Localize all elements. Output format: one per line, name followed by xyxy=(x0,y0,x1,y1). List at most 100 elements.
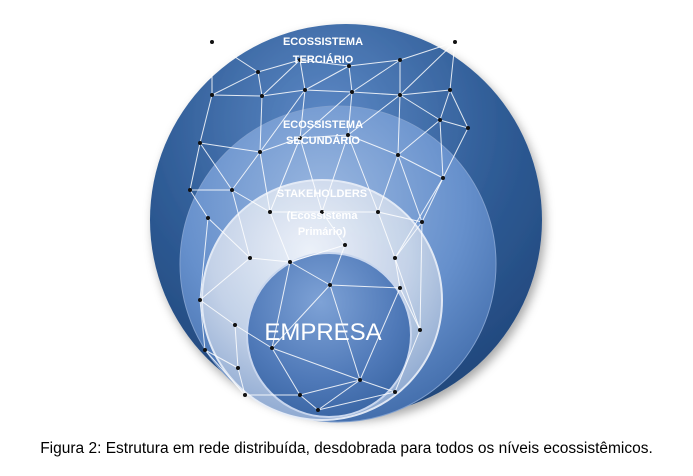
network-link xyxy=(397,154,444,179)
network-node xyxy=(233,323,237,327)
network-link xyxy=(347,134,379,213)
network-link xyxy=(351,59,401,93)
tertiary-label-line1: ECOSSISTEMA xyxy=(283,36,363,48)
network-link xyxy=(189,142,201,191)
network-link xyxy=(397,94,401,156)
network-link xyxy=(261,59,301,97)
network-node xyxy=(203,348,207,352)
network-link xyxy=(399,89,451,96)
network-link xyxy=(394,221,423,259)
network-node xyxy=(268,210,272,214)
network-link xyxy=(299,379,361,396)
network-node xyxy=(270,346,274,350)
network-link xyxy=(399,94,441,121)
network-link xyxy=(299,134,349,139)
network-link xyxy=(351,91,401,96)
network-link xyxy=(199,142,233,191)
network-node xyxy=(248,256,252,260)
network-link xyxy=(204,349,246,396)
network-link xyxy=(189,189,209,219)
network-link xyxy=(399,41,456,61)
network-node xyxy=(420,220,424,224)
network-node xyxy=(256,70,260,74)
network-link xyxy=(347,134,399,156)
network-link xyxy=(259,137,301,153)
network-node xyxy=(198,298,202,302)
network-link xyxy=(304,89,353,93)
network-link xyxy=(237,367,246,396)
network-link xyxy=(329,284,401,289)
network-link xyxy=(347,91,353,136)
network-node xyxy=(343,243,347,247)
network-link xyxy=(377,211,423,223)
network-link xyxy=(317,379,361,411)
network-node xyxy=(441,176,445,180)
network-link xyxy=(299,137,323,213)
network-link xyxy=(259,151,271,213)
network-node xyxy=(316,408,320,412)
network-link xyxy=(234,324,273,349)
network-link xyxy=(348,65,353,93)
network-link xyxy=(321,211,346,246)
network-link xyxy=(299,89,306,139)
network-node xyxy=(298,58,302,62)
network-node xyxy=(453,40,457,44)
network-link xyxy=(394,257,421,331)
network-link xyxy=(271,261,291,349)
network-node xyxy=(328,283,332,287)
network-link xyxy=(271,284,331,349)
network-link xyxy=(421,177,444,223)
network-link xyxy=(289,244,346,263)
secondary-label-line2: SECUNDÁRIO xyxy=(286,134,360,147)
tertiary-label-line2: TERCIÁRIO xyxy=(293,53,354,66)
stakeholders-label-line1: STAKEHOLDERS xyxy=(277,188,367,200)
network-link xyxy=(449,41,456,91)
network-node xyxy=(188,188,192,192)
stakeholders-label-line2: (Ecossistema xyxy=(287,210,359,222)
stakeholders-label-line3: Primário) xyxy=(298,226,347,238)
network-link xyxy=(271,347,301,396)
network-link xyxy=(321,134,349,213)
company-core-circle xyxy=(246,252,412,418)
network-node xyxy=(393,390,397,394)
network-node xyxy=(346,133,350,137)
network-node xyxy=(376,210,380,214)
network-link xyxy=(207,217,251,259)
figure-caption: Figura 2: Estrutura em rede distribuída,… xyxy=(40,440,653,457)
network-node xyxy=(288,260,292,264)
network-link xyxy=(299,91,353,139)
company-label: EMPRESA xyxy=(264,319,381,346)
network-node xyxy=(396,153,400,157)
ecosystem-diagram: ECOSSISTEMA TERCIÁRIO ECOSSISTEMA SECUND… xyxy=(150,24,542,423)
network-link xyxy=(234,324,239,369)
network-link xyxy=(261,89,306,97)
network-node xyxy=(398,286,402,290)
network-link xyxy=(199,94,213,144)
network-link xyxy=(329,284,361,381)
network-node xyxy=(358,378,362,382)
network-node xyxy=(198,141,202,145)
network-link xyxy=(359,287,401,381)
network-link xyxy=(269,137,301,213)
network-link xyxy=(394,329,421,393)
network-link xyxy=(377,211,396,259)
network-link xyxy=(299,59,350,67)
network-link xyxy=(289,261,331,286)
network-node xyxy=(418,328,422,332)
network-link xyxy=(377,154,399,213)
network-link xyxy=(359,379,396,393)
network-link xyxy=(439,119,469,129)
network-link xyxy=(199,299,206,351)
network-link xyxy=(394,177,444,259)
network-link xyxy=(299,394,319,411)
network-link xyxy=(399,287,421,331)
network-link xyxy=(199,299,236,326)
network-node xyxy=(206,216,210,220)
network-link xyxy=(394,257,401,289)
network-link xyxy=(269,211,291,263)
network-link xyxy=(211,94,263,97)
network-link xyxy=(211,71,259,96)
network-node xyxy=(210,93,214,97)
network-link xyxy=(259,89,306,153)
network-node xyxy=(236,366,240,370)
